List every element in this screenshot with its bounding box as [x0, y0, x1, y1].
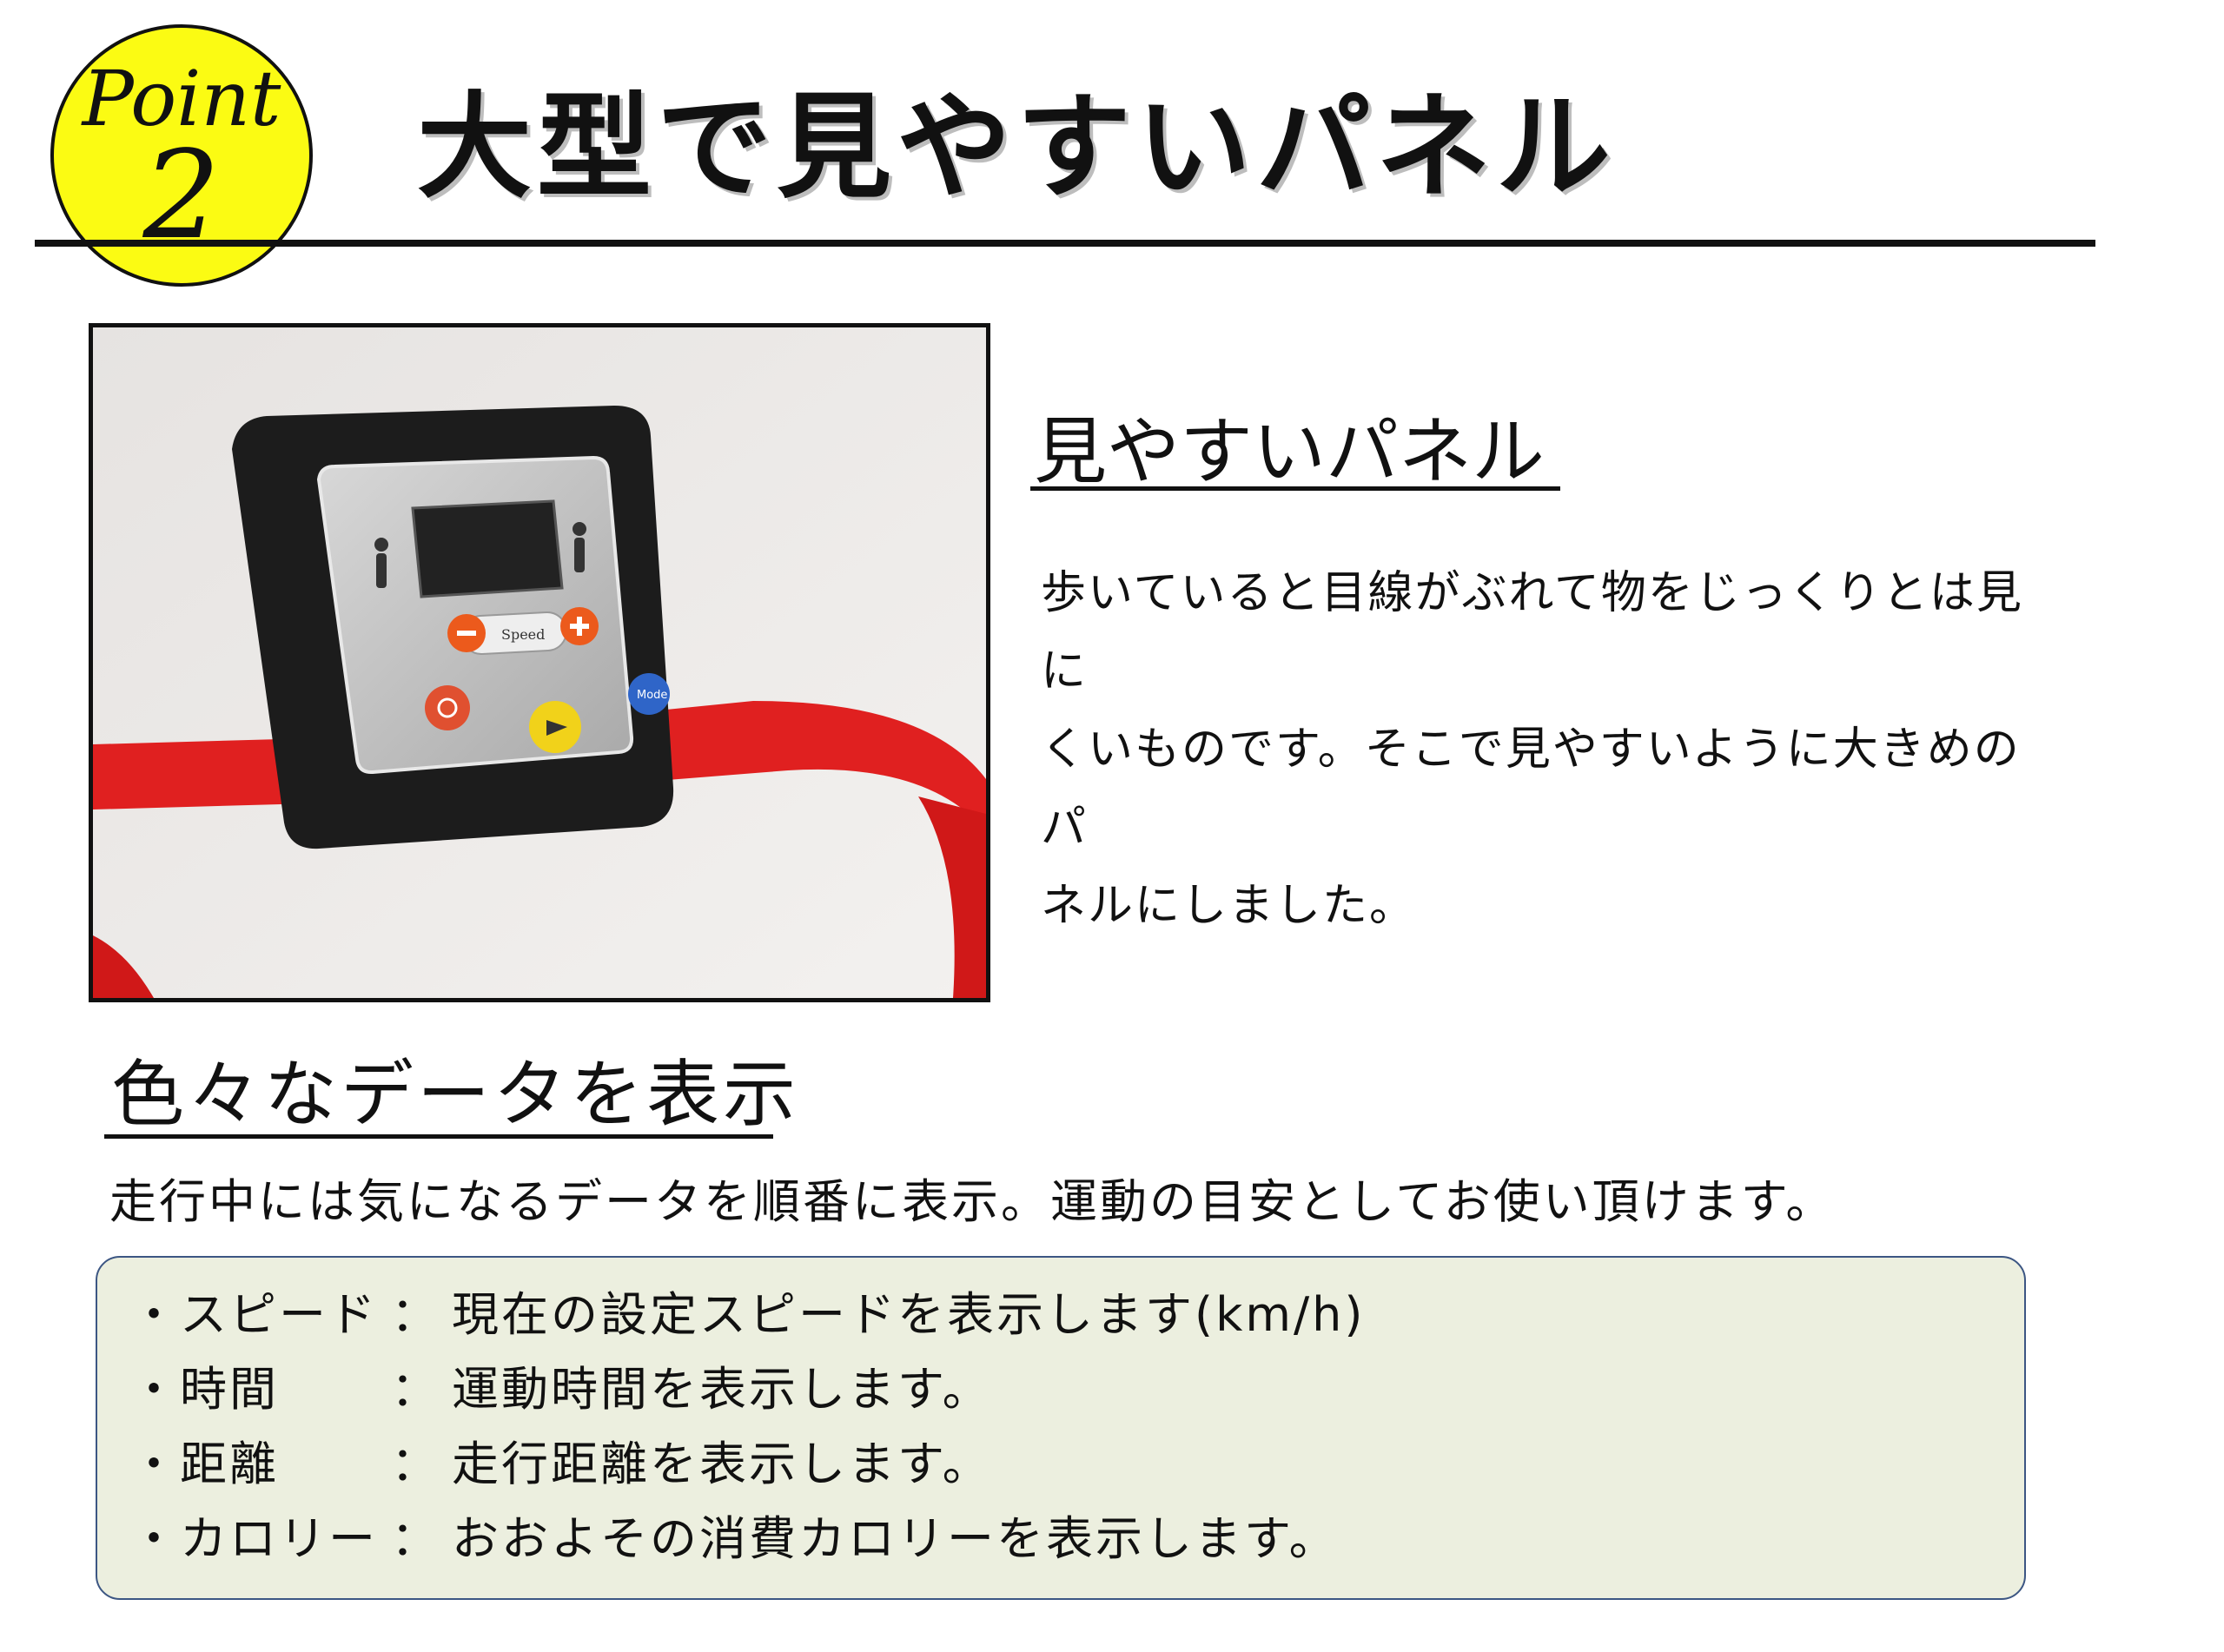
section1-description: 歩いていると目線がぶれて物をじっくりとは見に くいものです。そこで見やすいように… [1041, 554, 2066, 945]
section2-title: 色々なデータを表示 [111, 1052, 800, 1137]
section1-line: くいものです。そこで見やすいように大きめのパ [1041, 724, 2021, 854]
walker-icon [374, 538, 388, 588]
panel-display [411, 499, 564, 598]
play-icon [546, 720, 567, 736]
section1-title: 見やすいパネル [1034, 409, 1546, 494]
mode-button [628, 673, 670, 715]
speed-label: Speed [501, 626, 545, 643]
data-item-label: ・距離 [130, 1437, 279, 1491]
data-item-separator: ： [391, 1362, 440, 1417]
data-item-label: ・スピード [130, 1287, 378, 1342]
runner-icon [573, 522, 586, 572]
data-item-label: ・時間 [130, 1362, 279, 1417]
product-photo: Speed Mode [89, 323, 990, 1002]
header-divider [35, 240, 2095, 247]
data-items-box: ・スピード ： 現在の設定スピードを表示します(km/h) ・時間 ： 運動時間… [96, 1256, 2026, 1600]
handlebar-right [918, 796, 986, 998]
data-item-separator: ： [391, 1437, 440, 1491]
plus-icon-v [577, 617, 582, 636]
power-button [425, 685, 470, 730]
power-icon [437, 697, 458, 718]
section2-underline [104, 1134, 773, 1139]
mode-label: Mode [637, 689, 667, 702]
section1-underline [1030, 486, 1560, 491]
data-item-separator: ： [391, 1287, 440, 1342]
data-item-value: 現在の設定スピードを表示します(km/h) [452, 1287, 1366, 1342]
data-item-value: 運動時間を表示します。 [452, 1362, 992, 1417]
point-badge: Point 2 [50, 24, 313, 287]
section1-line: 歩いていると目線がぶれて物をじっくりとは見に [1041, 567, 2023, 697]
data-item-value: 走行距離を表示します。 [452, 1437, 992, 1491]
badge-number: 2 [142, 125, 221, 267]
section2-description: 走行中には気になるデータを順番に表示。運動の目安としてお使い頂けます。 [109, 1174, 1836, 1229]
handlebar-bottom-left [93, 935, 154, 998]
control-panel-illustration: Speed Mode [93, 327, 986, 998]
minus-icon [457, 631, 476, 636]
section1-line: ネルにしました。 [1041, 880, 1417, 932]
data-item-label: ・カロリー [130, 1511, 378, 1566]
page-title: 大型で見やすいパネル [417, 81, 1616, 215]
data-item-value: おおよその消費カロリーを表示します。 [452, 1511, 1339, 1566]
badge-word: Point [82, 54, 281, 143]
data-item-separator: ： [391, 1511, 440, 1566]
